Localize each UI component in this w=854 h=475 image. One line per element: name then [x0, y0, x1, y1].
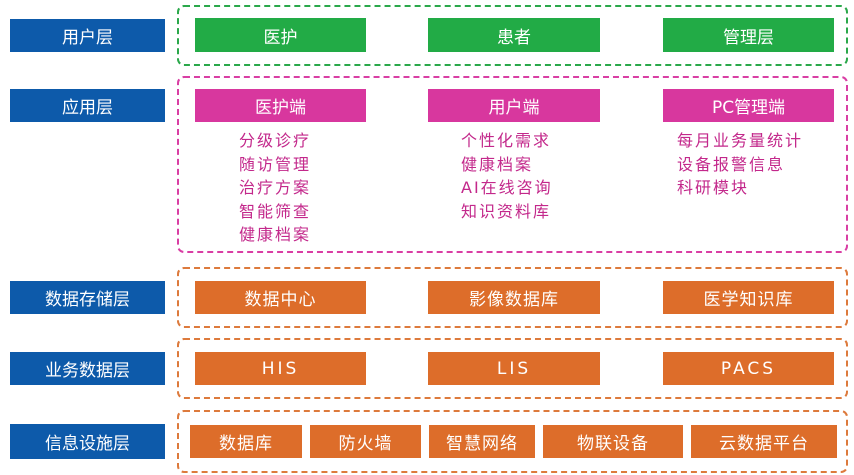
feature-item: 分级诊疗 [239, 131, 312, 150]
feature-item: 每月业务量统计 [677, 131, 804, 150]
feature-item: 知识资料库 [461, 201, 552, 221]
storage-box-medical-kb: 医学知识库 [663, 281, 834, 314]
feature-item: 健康档案 [239, 225, 312, 244]
feature-item: 设备报警信息 [677, 154, 786, 174]
storage-box-imaging-db: 影像数据库 [428, 281, 600, 314]
infra-box-firewall: 防火墙 [310, 425, 421, 458]
business-layer-frame [177, 338, 848, 399]
feature-item: AI在线咨询 [461, 178, 553, 197]
feature-item: 健康档案 [461, 154, 534, 174]
user-box-patient: 患者 [428, 18, 600, 52]
user-box-medical-staff: 医护 [195, 18, 366, 52]
feature-item: 智能筛查 [239, 201, 312, 221]
business-box-his: HIS [195, 352, 366, 385]
feature-item: 科研模块 [677, 178, 750, 197]
pc-admin-feature-list: 每月业务量统计 设备报警信息 科研模块 [677, 129, 803, 200]
layer-label-storage: 数据存储层 [10, 281, 165, 314]
app-module-medical: 医护端 [195, 89, 366, 122]
storage-layer-frame [177, 267, 848, 328]
infra-box-database: 数据库 [190, 425, 302, 458]
app-layer-frame [177, 76, 848, 253]
medical-feature-list: 分级诊疗 随访管理 治疗方案 智能筛查 健康档案 [239, 129, 311, 247]
user-box-management: 管理层 [663, 18, 834, 52]
layer-label-app: 应用层 [10, 89, 165, 122]
infra-layer-frame [177, 410, 848, 473]
storage-box-data-center: 数据中心 [195, 281, 366, 314]
layer-label-infra: 信息设施层 [10, 424, 165, 459]
user-feature-list: 个性化需求 健康档案 AI在线咨询 知识资料库 [461, 129, 553, 223]
feature-item: 治疗方案 [239, 178, 312, 197]
feature-item: 随访管理 [239, 154, 312, 174]
feature-item: 个性化需求 [461, 131, 552, 150]
infra-box-cloud-platform: 云数据平台 [691, 425, 837, 458]
app-module-pc-admin: PC管理端 [663, 89, 834, 122]
business-box-pacs: PACS [663, 352, 834, 385]
infra-box-smart-network: 智慧网络 [429, 425, 535, 458]
layer-label-user: 用户层 [10, 19, 165, 52]
layer-label-business: 业务数据层 [10, 352, 165, 385]
business-box-lis: LIS [428, 352, 600, 385]
infra-box-iot-devices: 物联设备 [543, 425, 683, 458]
app-module-user: 用户端 [428, 89, 600, 122]
user-layer-frame [177, 5, 848, 66]
